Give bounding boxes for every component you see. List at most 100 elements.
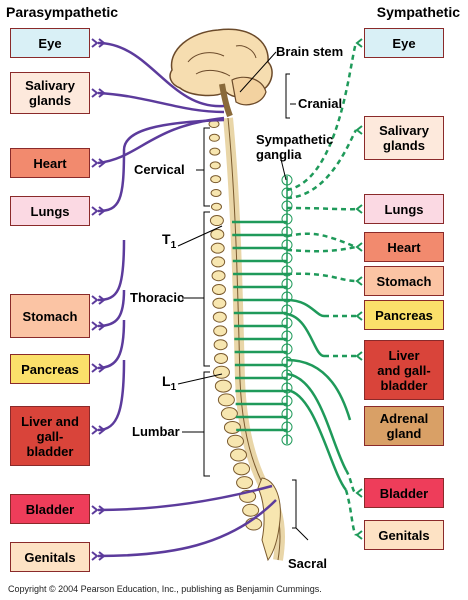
vertebra [209, 147, 221, 156]
symp-synapse-marker [355, 276, 363, 286]
para-synapse-marker [98, 363, 106, 373]
para-synapse-marker [91, 295, 99, 305]
vertebra [210, 175, 222, 184]
symp-organ-heart: Heart [364, 232, 444, 262]
para-synapse-marker [91, 425, 99, 435]
vertebra [210, 188, 222, 197]
postganglionic-fiber [286, 245, 357, 253]
para-synapse-marker [98, 425, 106, 435]
ganglion [281, 278, 293, 290]
vertebra [213, 325, 228, 337]
para-organ-pancreas: Pancreas [10, 354, 90, 384]
vertebra [242, 503, 260, 517]
sympathetic-nerve [286, 388, 348, 491]
symp-synapse-marker [355, 204, 363, 214]
sacral-bracket [292, 479, 297, 529]
postganglionic-fiber [286, 272, 357, 283]
ganglion [281, 408, 293, 420]
sacral-label: Sacral [288, 556, 328, 571]
sympathetic-nerve [286, 358, 352, 421]
symp-organ-liver-and-gall-bladder: Liver and gall- bladder [364, 340, 444, 400]
brain-illustration [169, 28, 273, 118]
parasympathetic-pathways [91, 38, 277, 561]
cervical-label: Cervical [134, 162, 185, 177]
symp-organ-bladder: Bladder [364, 478, 444, 508]
vertebra [210, 202, 222, 211]
ganglion [281, 330, 293, 342]
para-synapse-marker [98, 206, 106, 216]
parasympathetic-nerve [97, 239, 126, 302]
sympathetic-nerve [286, 298, 325, 318]
para-synapse-marker [98, 158, 106, 168]
para-organ-heart: Heart [10, 148, 90, 178]
vertebra [210, 228, 225, 240]
ganglion [281, 200, 293, 212]
parasympathetic-header: Parasympathetic [6, 4, 119, 20]
para-synapse-marker [91, 88, 99, 98]
para-synapse-marker [91, 363, 99, 373]
para-organ-eye: Eye [10, 28, 90, 58]
vertebra [209, 161, 221, 170]
sympathetic-nerve [286, 312, 325, 358]
vertebra [211, 284, 226, 296]
symp-organ-salivary-glands: Salivary glands [364, 116, 444, 160]
para-synapse-marker [91, 551, 99, 561]
symp-organ-eye: Eye [364, 28, 444, 58]
postganglionic-fiber [344, 489, 358, 536]
region-brackets [177, 51, 309, 541]
parasympathetic-nerve [97, 41, 225, 108]
postganglionic-fiber [286, 206, 357, 211]
vertebra [211, 256, 226, 268]
parasympathetic-nerve [97, 91, 225, 114]
vertebra [226, 434, 244, 448]
vertebra [223, 420, 241, 434]
vertebra [233, 462, 251, 476]
parasympathetic-nerve [97, 118, 225, 213]
ganglion [281, 434, 293, 446]
parasympathetic-nerve [97, 484, 273, 512]
ganglion [281, 265, 293, 277]
parasympathetic-nerve [97, 499, 277, 558]
symp-synapse-marker [355, 351, 363, 361]
postganglionic-fiber [344, 469, 357, 495]
postganglionic-fiber [286, 232, 357, 249]
ganglion [281, 252, 293, 264]
parasympathetic-nerve [97, 289, 126, 328]
vertebra [214, 379, 232, 393]
spinal-column [208, 117, 285, 562]
symp-synapse-marker [355, 242, 363, 252]
lumbar-bracket [203, 371, 210, 477]
para-synapse-marker [98, 551, 106, 561]
ganglion [281, 226, 293, 238]
vertebra [212, 297, 227, 309]
para-synapse-marker [91, 505, 99, 515]
t1-label: T1 [162, 231, 177, 251]
vertebra [217, 393, 235, 407]
para-organ-salivary-glands: Salivary glands [10, 72, 90, 114]
ganglion [281, 356, 293, 368]
ganglion [281, 382, 293, 394]
para-synapse-marker [98, 321, 106, 331]
ganglion [281, 421, 293, 433]
para-synapse-marker [91, 38, 99, 48]
symp-organ-adrenal-gland: Adrenal gland [364, 406, 444, 446]
vertebra [236, 476, 254, 490]
thoracic-label: Thoracic [130, 290, 185, 305]
para-synapse-marker [91, 321, 99, 331]
ganglion [281, 317, 293, 329]
para-synapse-marker [91, 158, 99, 168]
para-organ-genitals: Genitals [10, 542, 90, 572]
symp-organ-lungs: Lungs [364, 194, 444, 224]
para-synapse-marker [91, 206, 99, 216]
sympathetic-pathways [232, 38, 363, 540]
postganglionic-fiber [286, 129, 358, 200]
symp-organ-pancreas: Pancreas [364, 300, 444, 330]
ganglion [281, 395, 293, 407]
postganglionic-fiber [286, 42, 358, 192]
symp-synapse-marker [355, 488, 363, 498]
vertebra [213, 339, 228, 351]
vertebra [212, 311, 227, 323]
symp-synapse-marker [355, 311, 363, 321]
sacrum [257, 477, 281, 562]
